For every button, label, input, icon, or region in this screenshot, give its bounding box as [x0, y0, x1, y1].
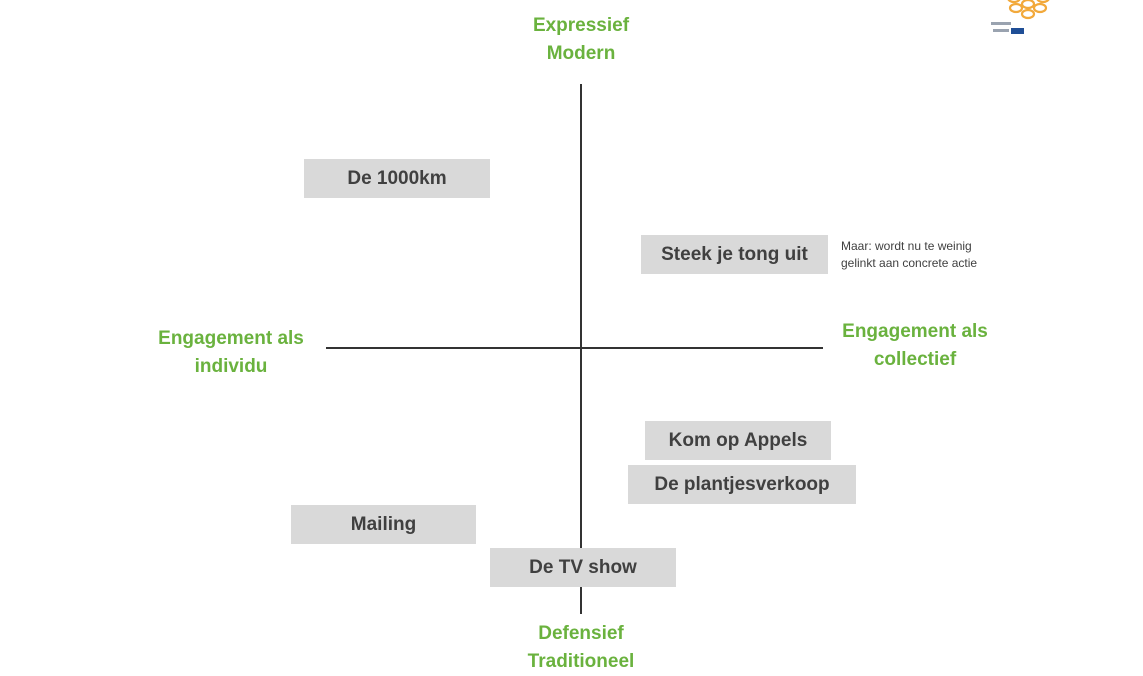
axis-label-right: Engagement als collectief: [815, 318, 1015, 374]
axis-label-right-line2: collectief: [873, 349, 957, 370]
axis-label-left-line1: Engagement als: [158, 328, 304, 349]
item-box-de-tv-show: De TV show: [490, 548, 676, 587]
axis-label-right-line1: Engagement als: [842, 321, 988, 342]
annotation-note-line1: Maar: wordt nu te weinig: [841, 239, 972, 253]
flower-logo-icon: [991, 0, 1050, 34]
annotation-note: Maar: wordt nu te weinig gelinkt aan con…: [841, 238, 1041, 272]
item-box-mailing: Mailing: [291, 505, 476, 544]
item-box-de-plantjesverkoop: De plantjesverkoop: [628, 465, 856, 504]
axis-label-left-line2: individu: [194, 356, 268, 377]
axis-label-bottom: Defensief Traditioneel: [481, 620, 681, 676]
annotation-note-line2: gelinkt aan concrete actie: [841, 256, 978, 270]
horizontal-axis: [326, 347, 823, 349]
vertical-axis: [580, 84, 582, 614]
axis-label-bottom-line2: Traditioneel: [527, 651, 635, 672]
axis-label-top: Expressief Modern: [481, 12, 681, 68]
item-box-kom-op-appels: Kom op Appels: [645, 421, 831, 460]
axis-label-left: Engagement als individu: [131, 325, 331, 381]
axis-label-top-line2: Modern: [546, 43, 616, 64]
axis-label-top-line1: Expressief: [532, 15, 630, 36]
item-box-de-1000km: De 1000km: [304, 159, 490, 198]
item-box-steek-je-tong-uit: Steek je tong uit: [641, 235, 828, 274]
axis-label-bottom-line1: Defensief: [538, 623, 624, 644]
logo: [978, 0, 1058, 42]
